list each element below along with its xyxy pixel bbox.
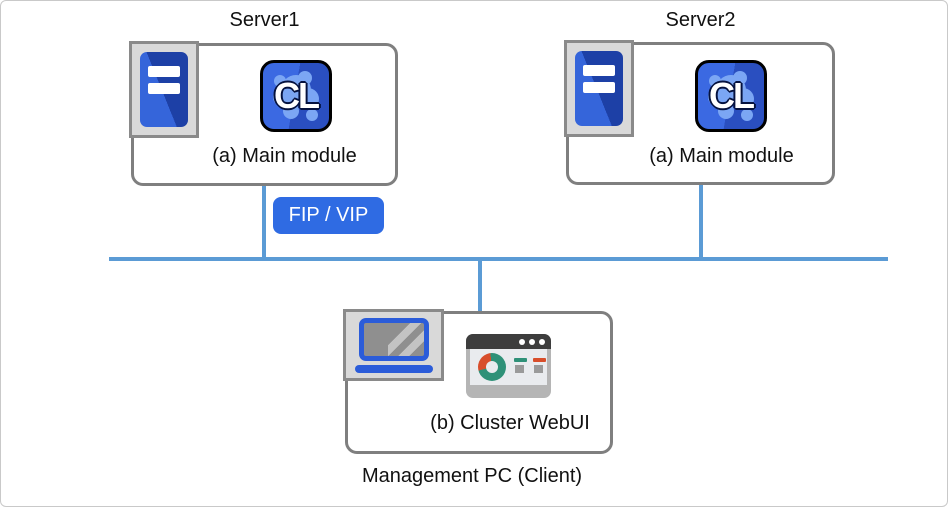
- browser-dot-icon: [539, 339, 545, 345]
- server1-module-label: (a) Main module: [212, 145, 357, 167]
- server1-title: Server1: [229, 9, 300, 31]
- server1-drop-line: [262, 186, 266, 257]
- cl-logo-text: CL: [274, 75, 320, 116]
- fip-vip-badge: FIP / VIP: [273, 197, 384, 234]
- client-drop-line: [478, 261, 482, 311]
- stat-widget-teal: [514, 358, 528, 373]
- clusterpro-cl-icon: CL: [260, 60, 332, 132]
- laptop-base-glyph: [355, 365, 433, 373]
- stat-widget-red: [533, 358, 547, 373]
- server2-drop-line: [699, 185, 703, 257]
- laptop-screen-glyph: [359, 318, 429, 361]
- cluster-webui-browser-icon: [466, 334, 551, 398]
- server-tower-glyph: [575, 51, 623, 126]
- webui-module-label: (b) Cluster WebUI: [430, 412, 590, 434]
- server2-title: Server2: [665, 9, 736, 31]
- cl-splash-glyph: [273, 71, 319, 121]
- laptop-icon: [343, 309, 444, 381]
- server-tower-glyph: [140, 52, 188, 127]
- browser-dot-icon: [529, 339, 535, 345]
- server-icon: [564, 40, 634, 137]
- cl-splash-glyph: [708, 71, 754, 121]
- browser-content-panel: [470, 349, 547, 385]
- management-pc-caption: Management PC (Client): [361, 465, 583, 487]
- server2-module-label: (a) Main module: [649, 145, 794, 167]
- network-bus-line: [109, 257, 888, 261]
- server-icon: [129, 41, 199, 138]
- cl-logo-text: CL: [709, 75, 755, 116]
- clusterpro-cl-icon: CL: [695, 60, 767, 132]
- donut-chart-icon: [478, 353, 506, 381]
- browser-titlebar: [466, 334, 551, 349]
- browser-dot-icon: [519, 339, 525, 345]
